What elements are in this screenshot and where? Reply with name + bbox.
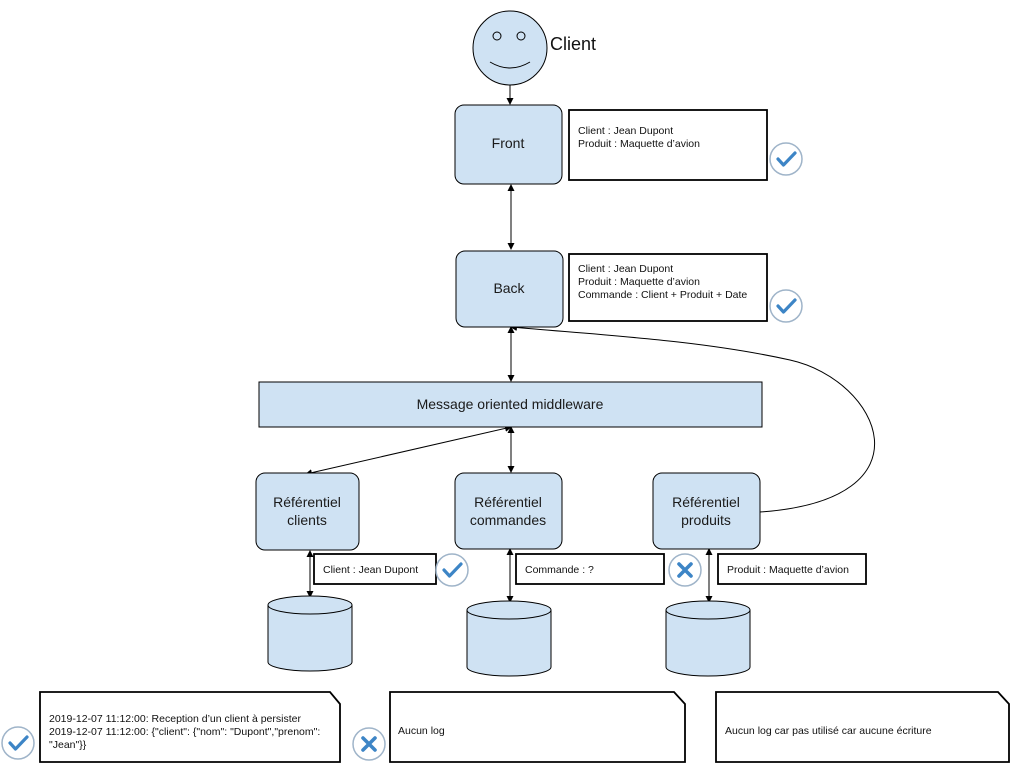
ref-commandes-line2: commandes xyxy=(470,512,546,528)
check-icon xyxy=(435,553,469,587)
middleware-label: Message oriented middleware xyxy=(417,396,604,412)
ref-produits-box: Référentiel produits xyxy=(652,472,761,550)
client-smiley-icon xyxy=(472,10,548,86)
log-commandes-line: Aucun log xyxy=(398,725,445,737)
ref-commandes-note: Commande : ? xyxy=(515,553,665,585)
ref-clients-line2: clients xyxy=(287,512,327,528)
front-note-line: Client : Jean Dupont xyxy=(578,125,673,137)
back-note-line: Produit : Maquette d’avion xyxy=(578,276,700,288)
ref-commandes-box: Référentiel commandes xyxy=(454,472,563,550)
back-note-line: Client : Jean Dupont xyxy=(578,263,673,275)
back-box: Back xyxy=(455,250,564,328)
db-clients-cylinder-icon xyxy=(267,595,353,672)
ref-clients-note-line: Client : Jean Dupont xyxy=(323,564,418,576)
log-produits-box: Aucun log car pas utilisé car aucune écr… xyxy=(715,691,1010,763)
log-clients-line: "Jean"}} xyxy=(49,739,87,751)
ref-clients-box: Référentiel clients xyxy=(255,472,360,551)
front-label: Front xyxy=(492,135,525,151)
refproduits-back-curve xyxy=(510,324,875,513)
log-produits-line: Aucun log car pas utilisé car aucune écr… xyxy=(725,725,932,737)
log-clients-box: 2019-12-07 11:12:00: Reception d’un clie… xyxy=(39,691,341,763)
back-label: Back xyxy=(493,280,525,296)
front-note-line: Produit : Maquette d’avion xyxy=(578,138,700,150)
log-clients-line: 2019-12-07 11:12:00: {"client": {"nom": … xyxy=(49,726,320,738)
log-commandes-box: Aucun log xyxy=(389,691,686,763)
ref-commandes-line1: Référentiel xyxy=(474,494,542,510)
ref-clients-line1: Référentiel xyxy=(273,494,341,510)
check-icon xyxy=(769,289,803,323)
client-label: Client xyxy=(550,34,596,54)
connectors xyxy=(305,85,875,603)
back-note: Client : Jean Dupont Produit : Maquette … xyxy=(568,253,768,322)
log-clients-line: 2019-12-07 11:12:00: Reception d’un clie… xyxy=(49,713,301,725)
middleware-refclients-arrow xyxy=(305,424,512,477)
db-commandes-cylinder-icon xyxy=(466,600,552,677)
ref-produits-line2: produits xyxy=(681,512,731,528)
middleware-bar: Message oriented middleware xyxy=(258,381,763,428)
cross-icon xyxy=(352,727,386,761)
front-note: Client : Jean Dupont Produit : Maquette … xyxy=(568,109,768,181)
ref-produits-line1: Référentiel xyxy=(672,494,740,510)
cross-icon xyxy=(668,553,702,587)
check-icon xyxy=(1,726,35,760)
ref-produits-note-line: Produit : Maquette d’avion xyxy=(727,564,849,576)
back-note-line: Commande : Client + Produit + Date xyxy=(578,289,747,301)
check-icon xyxy=(769,142,803,176)
front-box: Front xyxy=(454,104,563,185)
ref-clients-note: Client : Jean Dupont xyxy=(313,553,437,585)
db-produits-cylinder-icon xyxy=(665,600,751,677)
ref-produits-note: Produit : Maquette d’avion xyxy=(717,553,867,585)
ref-commandes-note-line: Commande : ? xyxy=(525,564,594,576)
